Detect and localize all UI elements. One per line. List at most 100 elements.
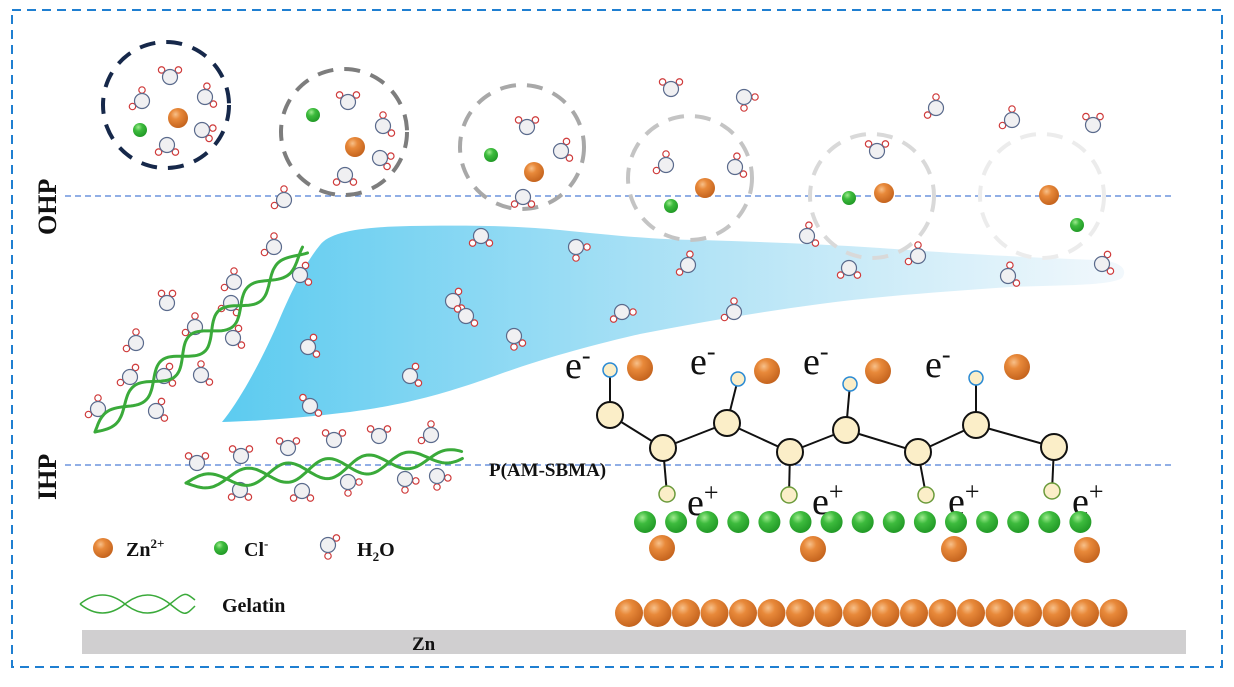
cl-adsorbed xyxy=(758,511,781,533)
zn-ion xyxy=(874,183,894,203)
water-molecule xyxy=(652,150,675,175)
cl-adsorbed xyxy=(727,511,750,533)
water-molecule xyxy=(468,227,494,247)
water-molecule xyxy=(339,473,363,497)
anion-group xyxy=(602,362,618,378)
cl-adsorbed xyxy=(913,511,936,533)
zn-deposit-atom xyxy=(615,599,643,627)
cl-ion xyxy=(306,108,320,122)
water-molecule xyxy=(999,261,1021,287)
water-molecule xyxy=(157,289,177,312)
zn-ion-coordinated xyxy=(1004,354,1030,380)
solvation-shell-3 xyxy=(458,83,586,211)
solvation-shell-5 xyxy=(808,132,936,260)
water-molecule xyxy=(184,452,210,472)
water-molecule xyxy=(396,470,420,494)
legend-gelatin-label: Gelatin xyxy=(222,595,285,617)
gelatin-helix-horizontal-strand-b xyxy=(184,448,464,487)
water-molecule xyxy=(299,333,321,358)
water-molecule xyxy=(609,303,637,323)
anion-group xyxy=(968,370,984,386)
substrate-label: Zn xyxy=(412,634,436,655)
water-molecule xyxy=(453,305,479,327)
zn-deposit-atom xyxy=(814,599,843,627)
zn-ion-adsorbed xyxy=(1074,537,1100,563)
zn-ion xyxy=(345,137,365,157)
cl-adsorbed xyxy=(945,511,967,533)
water-molecule xyxy=(157,66,183,86)
ohp-label: OHP xyxy=(33,179,62,235)
solvation-shell-4 xyxy=(626,114,754,242)
water-molecule xyxy=(505,327,527,351)
cl-ion xyxy=(1070,218,1084,232)
cation-group xyxy=(780,486,798,504)
zn-ion-coordinated xyxy=(754,358,780,384)
polymer-node xyxy=(832,416,860,444)
water-molecule xyxy=(658,78,684,98)
legend-water-label: H2O xyxy=(357,539,395,564)
electron-minus-label: e- xyxy=(690,337,716,383)
water-molecule xyxy=(923,93,945,119)
outer-frame xyxy=(11,9,1223,668)
zn-deposit-atom xyxy=(757,599,786,627)
gelatin-helix-horizontal-strand-a xyxy=(184,450,464,490)
zn-deposit-atom xyxy=(1042,599,1071,627)
electron-minus-label: e- xyxy=(803,337,829,383)
water-molecule xyxy=(319,534,341,560)
water-molecule xyxy=(735,88,759,112)
water-molecule xyxy=(552,137,574,162)
water-molecule xyxy=(224,324,246,349)
water-molecule xyxy=(192,360,214,386)
zn-substrate xyxy=(82,630,1186,654)
zn-deposit-atom xyxy=(643,599,672,627)
zn-deposit-atom xyxy=(871,599,900,627)
electron-minus-label: e- xyxy=(925,340,951,386)
cl-ion xyxy=(484,148,498,162)
water-molecule xyxy=(998,105,1021,130)
zn-ion-coordinated xyxy=(865,358,891,384)
cl-ion-sphere-icon xyxy=(214,541,228,555)
cation-group xyxy=(917,486,935,504)
cl-ion xyxy=(664,199,678,213)
gelatin-helix-icon xyxy=(79,593,196,614)
water-molecule xyxy=(417,420,440,445)
water-molecule xyxy=(726,152,748,178)
solvation-shell-boundary xyxy=(626,114,754,242)
solvation-shell-boundary xyxy=(279,67,409,197)
zn-deposit-atom xyxy=(672,599,700,627)
water-molecule xyxy=(1093,250,1115,275)
zn-ion-coordinated xyxy=(627,355,653,381)
water-molecule xyxy=(864,140,890,160)
electron-plus-label: e+ xyxy=(812,477,844,523)
water-region xyxy=(222,225,1125,422)
water-molecule xyxy=(675,250,697,276)
zn-ion-adsorbed xyxy=(649,535,675,561)
zn-ion-sphere-icon xyxy=(93,538,113,558)
water-molecule xyxy=(798,221,820,247)
cl-adsorbed xyxy=(1038,511,1061,533)
gelatin-helix-diagonal-strand-b xyxy=(93,251,309,434)
zn-deposit-atom xyxy=(900,599,928,627)
water-molecule xyxy=(275,437,301,457)
polymer-node xyxy=(1040,433,1068,461)
water-molecule xyxy=(220,267,243,292)
zn-deposit-atom xyxy=(928,599,957,627)
zn-ion xyxy=(695,178,715,198)
water-molecule xyxy=(332,166,358,186)
water-molecule xyxy=(836,259,862,279)
water-molecule xyxy=(428,467,452,491)
water-molecule xyxy=(122,328,145,353)
zn-deposit-atom xyxy=(1071,599,1099,627)
solvation-shell-boundary xyxy=(808,132,936,260)
cation-group xyxy=(1043,482,1061,500)
water-molecule xyxy=(196,82,218,108)
water-molecule xyxy=(289,482,315,502)
cl-adsorbed xyxy=(882,511,905,533)
cl-adsorbed xyxy=(820,511,843,533)
solvation-shell-1 xyxy=(101,40,231,170)
cation-group xyxy=(658,485,676,503)
water-molecule xyxy=(904,241,927,266)
water-molecule xyxy=(514,116,540,136)
zn-ion xyxy=(168,108,188,128)
